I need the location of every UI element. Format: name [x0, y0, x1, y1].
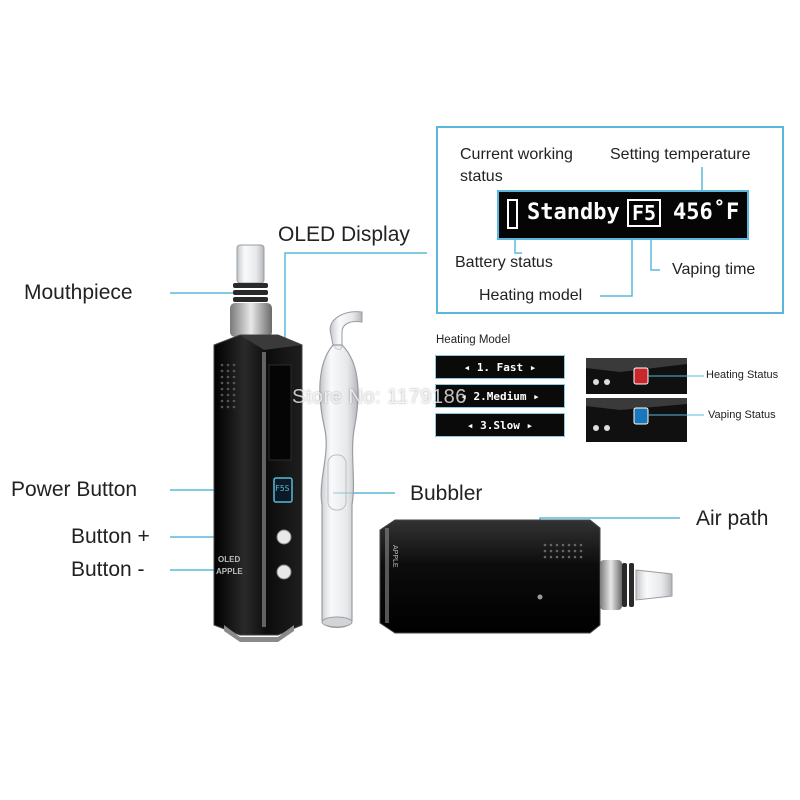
- vaping-status-image: [586, 398, 687, 442]
- heating-option-medium: ◂ 2.Medium ▸: [435, 384, 565, 408]
- arrow-right-icon: ▸: [519, 418, 534, 432]
- oled-temperature-text: 456˚F: [673, 200, 740, 225]
- bubbler-neck: [329, 311, 363, 350]
- arrow-left-icon: ◂: [466, 418, 481, 432]
- vaping-status-label: Vaping Status: [708, 409, 776, 421]
- device-vent-grille: [220, 363, 236, 409]
- horizontal-device-brand: APPLE: [391, 545, 398, 568]
- heating-option-fast: ◂ 1. Fast ▸: [435, 355, 565, 379]
- setting-temperature-label: Setting temperature: [610, 146, 751, 163]
- horizontal-vent-grille: [543, 543, 583, 559]
- bubbler-label: Bubbler: [410, 482, 483, 505]
- current-working-status-label-line2: status: [460, 168, 503, 185]
- heating-model-label: Heating model: [479, 287, 583, 304]
- button-plus-label: Button +: [71, 525, 150, 548]
- heating-model-title: Heating Model: [436, 334, 511, 346]
- heating-status-label: Heating Status: [706, 369, 779, 381]
- battery-icon: [507, 199, 518, 229]
- power-button-label: Power Button: [11, 478, 138, 501]
- device-brand-bottom: APPLE: [216, 567, 243, 576]
- arrow-right-icon: ▸: [523, 360, 537, 374]
- device-edge-highlight: [262, 352, 266, 627]
- button-minus-label: Button -: [71, 558, 145, 581]
- arrow-left-icon: ◂: [460, 389, 474, 403]
- horizontal-device-body: [379, 519, 601, 634]
- mouthpiece-thread: [233, 283, 268, 302]
- device-bottom-ring: [224, 625, 294, 642]
- bubbler-base: [321, 616, 353, 628]
- heating-option-slow: ◂ 3.Slow ▸: [435, 413, 565, 437]
- vaping-time-label: Vaping time: [672, 261, 756, 278]
- horizontal-device-edge: [385, 528, 389, 623]
- device-oled-window: [268, 364, 292, 461]
- mouthpiece-glass: [236, 244, 265, 284]
- oled-status-text: Standby: [527, 200, 620, 225]
- mouthpiece-collar: [230, 303, 272, 337]
- button-plus-icon: [276, 529, 292, 545]
- current-working-status-label: Current working: [460, 146, 573, 163]
- oled-display-label: OLED Display: [278, 223, 410, 246]
- power-button-icon: [273, 477, 293, 503]
- horizontal-thread: [622, 563, 634, 607]
- mouthpiece-label: Mouthpiece: [24, 281, 133, 304]
- battery-status-label: Battery status: [455, 254, 553, 271]
- device-brand-top: OLED: [218, 555, 241, 564]
- horizontal-collar: [600, 560, 622, 610]
- device-top-bevel: [240, 335, 302, 350]
- air-path-label: Air path: [696, 507, 769, 530]
- oled-screen: Standby F5 456˚F: [497, 190, 749, 240]
- bubbler-inner-tube: [327, 454, 347, 511]
- horizontal-mouthpiece: [635, 569, 673, 601]
- button-minus-icon: [276, 564, 292, 580]
- arrow-left-icon: ◂: [463, 360, 477, 374]
- power-button-display-text: F5S: [275, 484, 290, 493]
- air-path-hole-icon: [537, 594, 543, 600]
- arrow-right-icon: ▸: [526, 389, 540, 403]
- oled-mode-text: F5: [627, 199, 662, 227]
- store-watermark: Store No: 1179186: [292, 386, 467, 408]
